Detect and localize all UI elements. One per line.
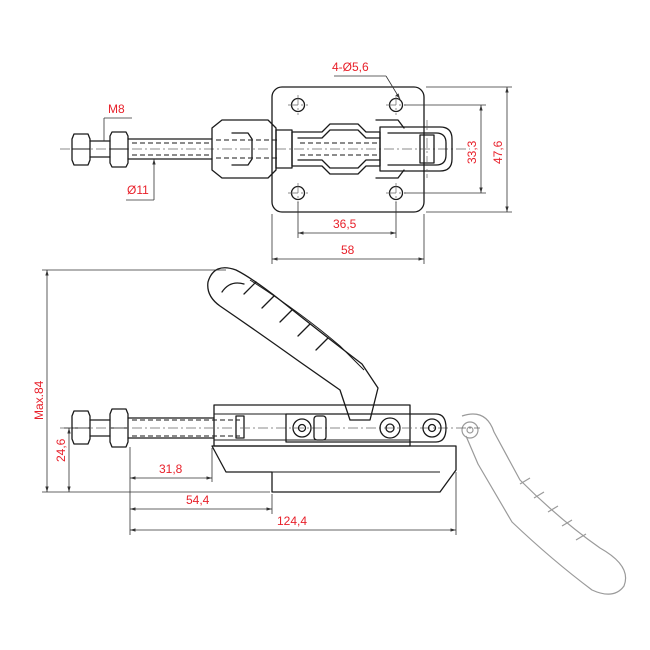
- dim-rod-diameter-label: Ø11: [127, 183, 149, 197]
- dim-base-width: 58: [271, 214, 425, 264]
- dim-hole-spacing-y-label: 33,3: [465, 140, 479, 164]
- dim-axis-height: 24,6: [54, 427, 72, 492]
- dim-rod-diameter: Ø11: [126, 159, 156, 201]
- side-base: [211, 445, 457, 493]
- dim-hole-spacing-y: 33,3: [404, 104, 486, 194]
- dim-overall-length-label: 124,4: [277, 514, 307, 528]
- side-linkage: [285, 413, 447, 443]
- dim-holes-label: 4-Ø5,6: [332, 60, 369, 74]
- dim-hole-spacing-x-label: 36,5: [333, 217, 357, 231]
- dim-overall-length: 124,4: [130, 472, 457, 535]
- dim-base-offset: 54,4: [130, 493, 273, 514]
- dim-holes: 4-Ø5,6: [332, 60, 401, 100]
- dim-max-height-label: Max.84: [32, 380, 46, 420]
- top-view: M8 Ø11 4-Ø5,6 36,5 58: [60, 60, 512, 264]
- dim-stroke-label: 31,8: [159, 462, 183, 476]
- dim-axis-height-label: 24,6: [54, 438, 68, 462]
- side-view: Max.84 24,6 31,8 54,4 124,4: [32, 267, 627, 595]
- dim-base-height-label: 47,6: [491, 140, 505, 164]
- side-nut-and-rod: [60, 408, 480, 448]
- dim-base-height: 47,6: [426, 86, 512, 213]
- top-body: [211, 119, 453, 179]
- top-nut-and-rod: [71, 131, 213, 168]
- dim-thread-label: M8: [108, 102, 125, 116]
- dim-stroke: 31,8: [129, 447, 213, 535]
- dim-thread: M8: [103, 102, 132, 141]
- top-base-plate: [271, 86, 425, 213]
- handle-closed: [207, 267, 379, 421]
- dim-base-offset-label: 54,4: [186, 493, 210, 507]
- dim-hole-spacing-x: 36,5: [297, 202, 397, 238]
- mounting-holes: [288, 95, 406, 203]
- dim-base-width-label: 58: [341, 243, 355, 257]
- handle-open-position: [461, 413, 627, 595]
- side-body: [132, 404, 411, 447]
- dim-max-height: Max.84: [32, 269, 270, 493]
